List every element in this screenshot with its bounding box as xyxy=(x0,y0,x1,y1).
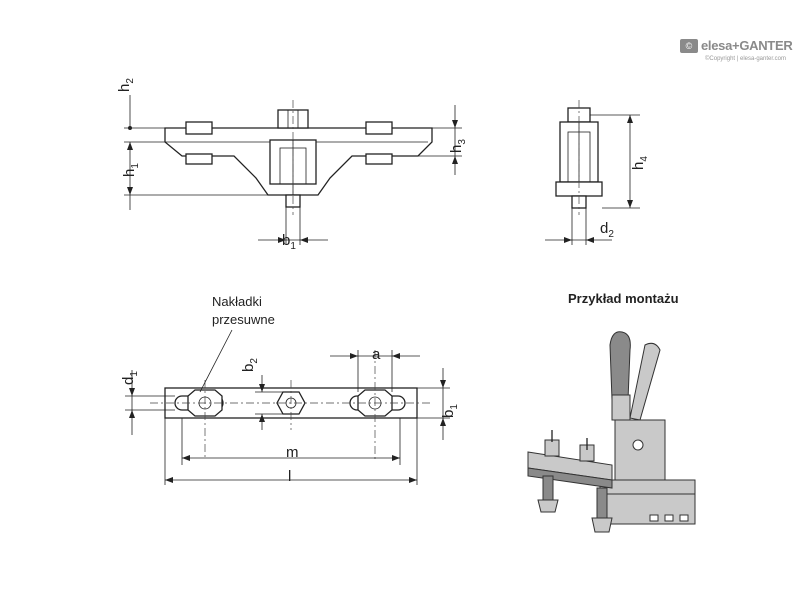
dim-label-h2: h2 xyxy=(116,78,136,92)
top-view xyxy=(125,329,450,485)
mounting-example-title: Przykład montażu xyxy=(568,291,679,306)
mounting-example-illustration xyxy=(527,331,696,533)
dim-label-b1-top: b1 xyxy=(282,232,296,252)
dim-label-d1: d1 xyxy=(120,371,140,385)
front-view xyxy=(124,95,462,245)
brand-name: elesa+GANTER xyxy=(701,38,793,53)
slider-note-line-1: Nakładki xyxy=(212,294,262,309)
dim-label-l: l xyxy=(288,468,292,485)
slider-note-line-2: przesuwne xyxy=(212,312,275,327)
dim-label-m: m xyxy=(286,444,299,461)
dim-label-h3: h3 xyxy=(448,139,468,153)
slider-note: Nakładki przesuwne xyxy=(212,293,275,329)
side-view xyxy=(545,100,640,245)
dim-label-d2: d2 xyxy=(600,220,614,240)
dim-label-b2: b2 xyxy=(240,358,260,372)
dim-label-h1-top: h1 xyxy=(121,163,141,177)
brand-logo: © elesa+GANTER xyxy=(680,38,793,53)
copyright-text: ©Copyright | elesa-ganter.com xyxy=(705,56,787,62)
dim-label-a: a xyxy=(372,346,381,363)
brand-mark-icon: © xyxy=(680,38,698,53)
dim-label-h4: h4 xyxy=(630,156,650,170)
dim-label-b1-bottom: b1 xyxy=(440,404,460,418)
